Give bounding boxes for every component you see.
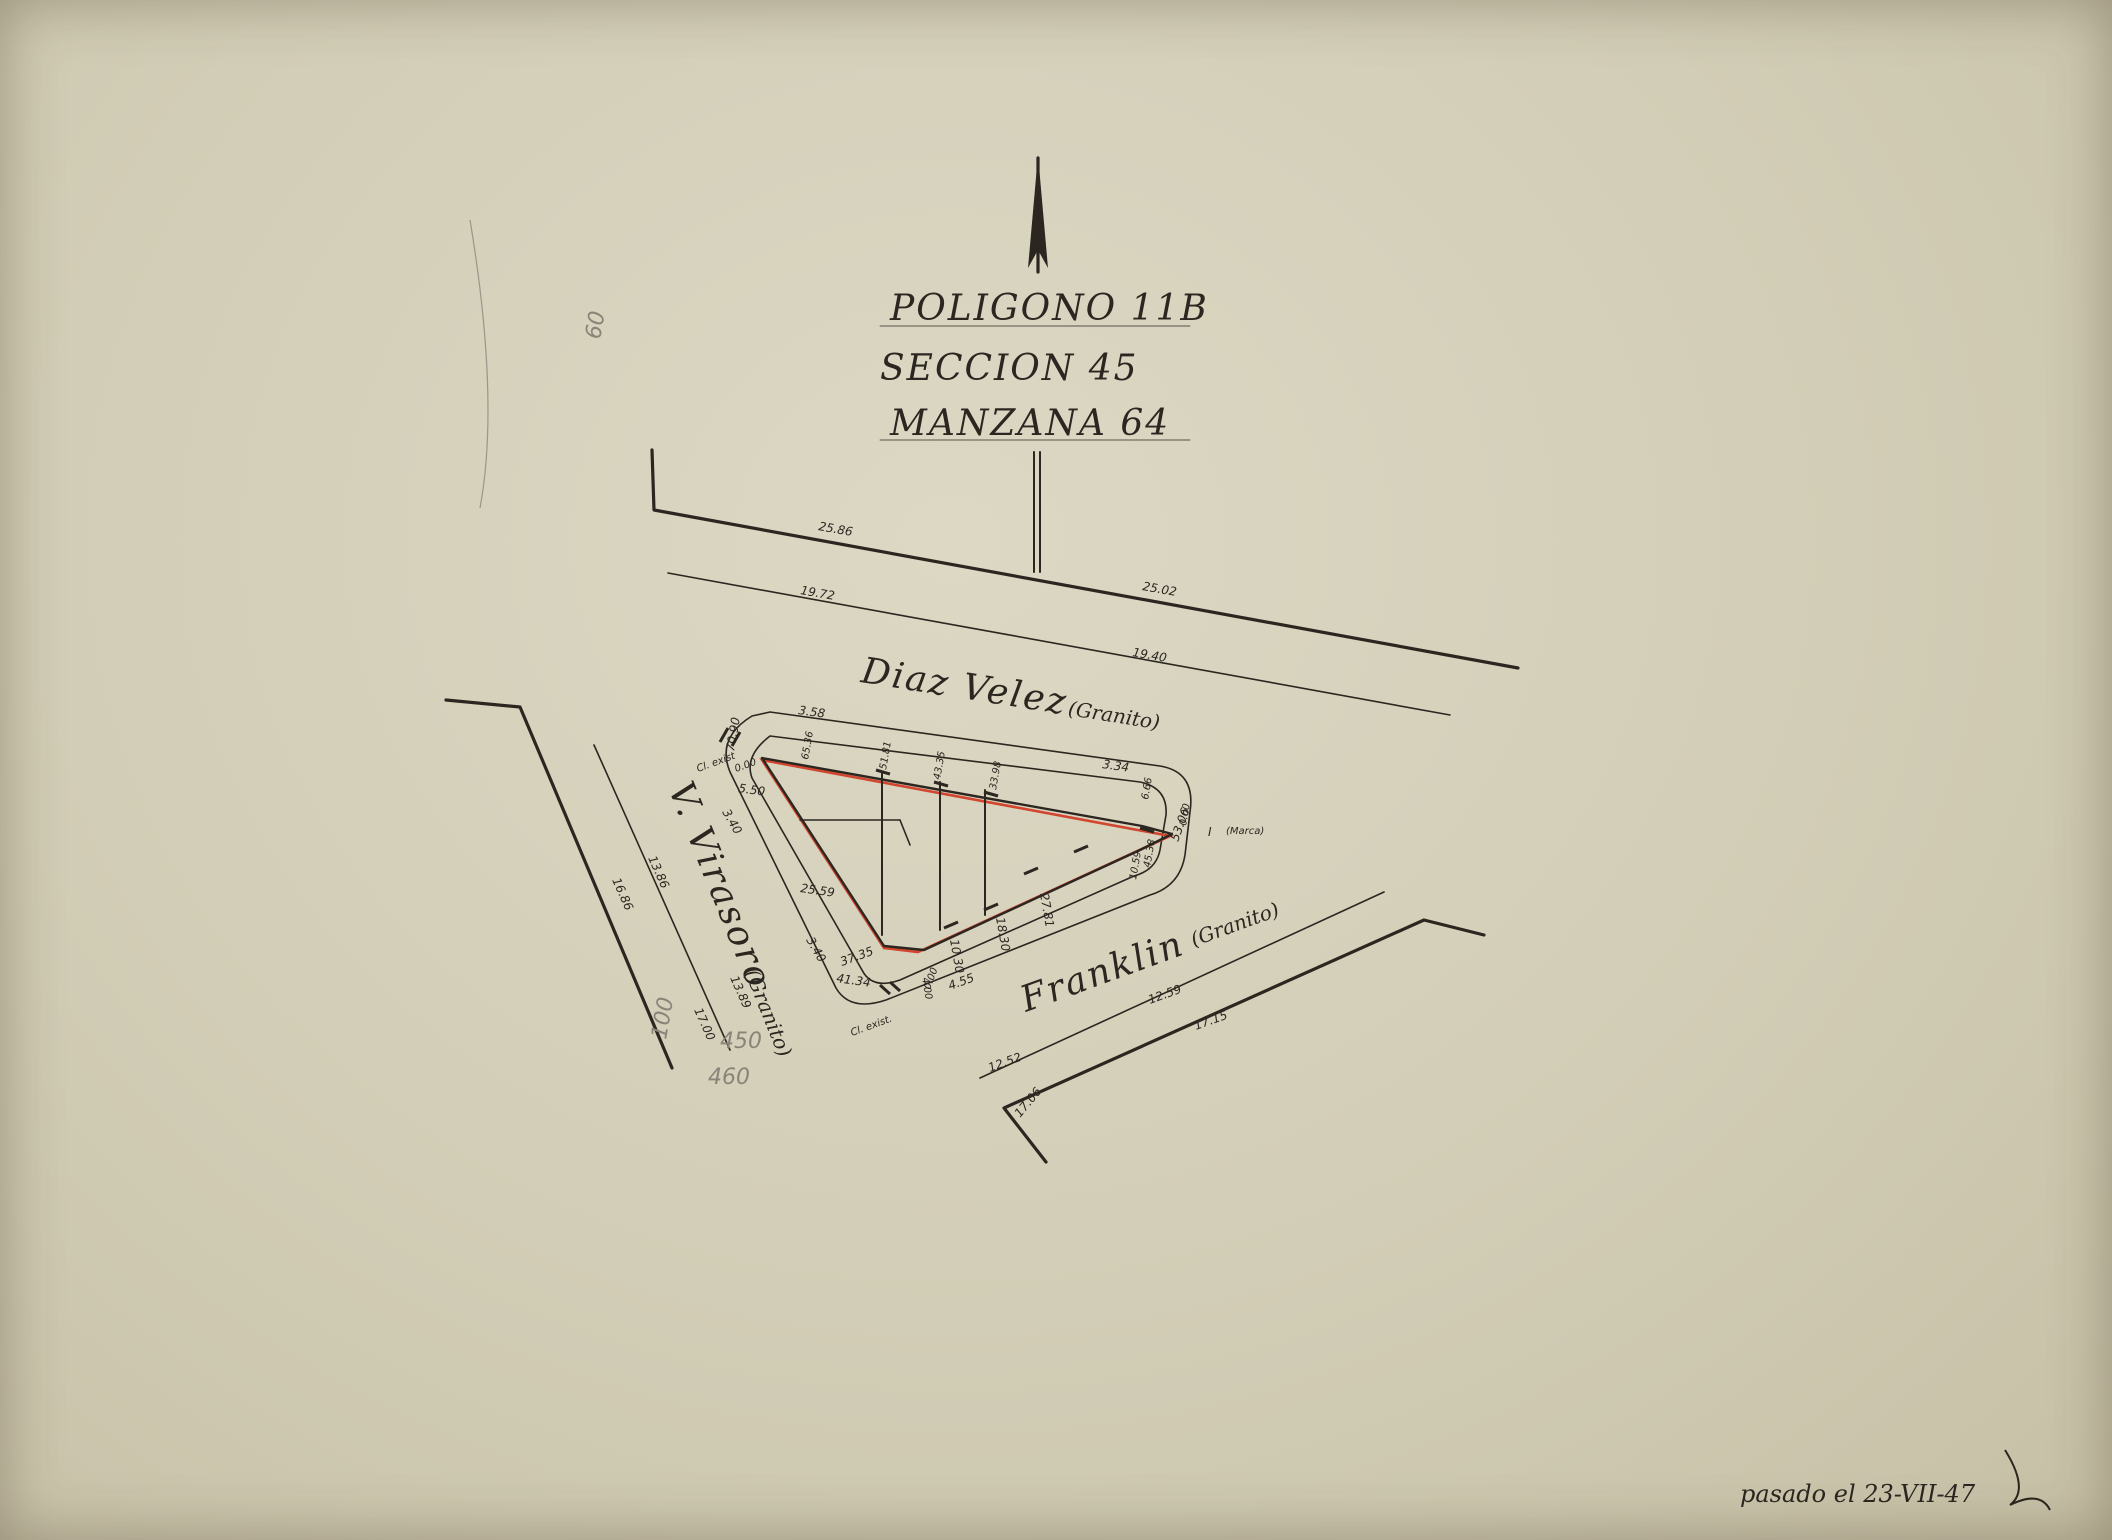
signature-date: pasado el 23-VII-47 [1740, 1480, 1976, 1508]
dim-left-1: 13.86 [645, 854, 672, 891]
block-north-outline [650, 448, 1520, 716]
svg-text:3.58: 3.58 [798, 703, 827, 721]
dim-top-1: 25.86 [817, 519, 854, 539]
cl-exist-bottom: Cl. exist. [849, 1014, 893, 1039]
svg-text:0.00: 0.00 [1178, 803, 1193, 827]
dim-bottom-1: 12.52 [986, 1050, 1023, 1075]
dim-top-4: 19.40 [1131, 645, 1168, 665]
marca-number: I [1208, 825, 1212, 839]
svg-text:(Granito): (Granito) [1187, 897, 1282, 951]
dim-bottom-3: 17.15 [1192, 1008, 1229, 1033]
marca-label: (Marca) [1226, 826, 1264, 837]
svg-text:33.98: 33.98 [988, 760, 1004, 790]
svg-text:18.30: 18.30 [993, 916, 1013, 953]
svg-text:6.66: 6.66 [1140, 777, 1155, 801]
pencil-arc [469, 219, 489, 509]
svg-text:51.81: 51.81 [878, 740, 894, 770]
svg-text:10.30: 10.30 [947, 938, 967, 975]
pencil-note-60: 60 [581, 309, 610, 341]
svg-text:43.35: 43.35 [932, 750, 948, 780]
title-poligono: POLIGONO 11B [889, 288, 1209, 329]
internal-lot-lines [799, 771, 986, 936]
svg-text:0.00: 0.00 [733, 757, 758, 775]
dim-top-3: 25.02 [1141, 579, 1177, 599]
svg-text:27.81: 27.81 [1037, 892, 1057, 928]
cl-exist-top: Cl. exist [695, 750, 737, 774]
svg-text:Diaz Velez: Diaz Velez [858, 650, 1071, 723]
center-axis-mark [1033, 451, 1041, 573]
title-manzana: MANZANA 64 [889, 403, 1170, 444]
dim-bottom-2: 12.59 [1146, 982, 1183, 1007]
dim-top-2: 19.72 [799, 583, 835, 603]
pencil-note-450: 450 [720, 1029, 762, 1054]
parcel-ink-outline [760, 756, 1174, 952]
dim-left-4: 17.00 [691, 1006, 718, 1043]
pencil-note-100: 100 [647, 995, 679, 1041]
svg-text:4.00: 4.00 [919, 977, 934, 1001]
svg-text:3.34: 3.34 [1102, 757, 1130, 775]
north-arrow-icon [1028, 155, 1048, 274]
street-label-diaz-velez: Diaz Velez (Granito) [858, 650, 1162, 734]
svg-text:V. Virasoro: V. Virasoro [660, 776, 780, 995]
block-west-outline [444, 698, 731, 1070]
dim-left-2: 16.86 [609, 876, 636, 913]
svg-text:70.90: 70.90 [723, 716, 743, 753]
svg-text:10.59: 10.59 [1128, 850, 1144, 880]
svg-text:3.40: 3.40 [803, 935, 829, 965]
svg-text:41.34: 41.34 [836, 971, 872, 990]
svg-text:45.38: 45.38 [1142, 838, 1158, 868]
svg-text:5.50: 5.50 [738, 781, 767, 799]
svg-text:37.35: 37.35 [838, 944, 875, 969]
block-southeast-outline [979, 891, 1486, 1164]
frontage-tick-marks [718, 727, 1155, 996]
signature-flourish [2004, 1449, 2051, 1511]
svg-text:25.59: 25.59 [800, 881, 836, 900]
svg-text:65.36: 65.36 [800, 730, 816, 760]
svg-text:(Granito): (Granito) [1067, 696, 1162, 734]
manzana-outer-outline [725, 711, 1192, 1005]
svg-text:3.40: 3.40 [719, 807, 745, 837]
pencil-note-460: 460 [708, 1065, 750, 1090]
parcel-red-outline [759, 758, 1175, 954]
manzana-inner-outline [749, 735, 1167, 985]
title-seccion: SECCION 45 [880, 348, 1139, 389]
